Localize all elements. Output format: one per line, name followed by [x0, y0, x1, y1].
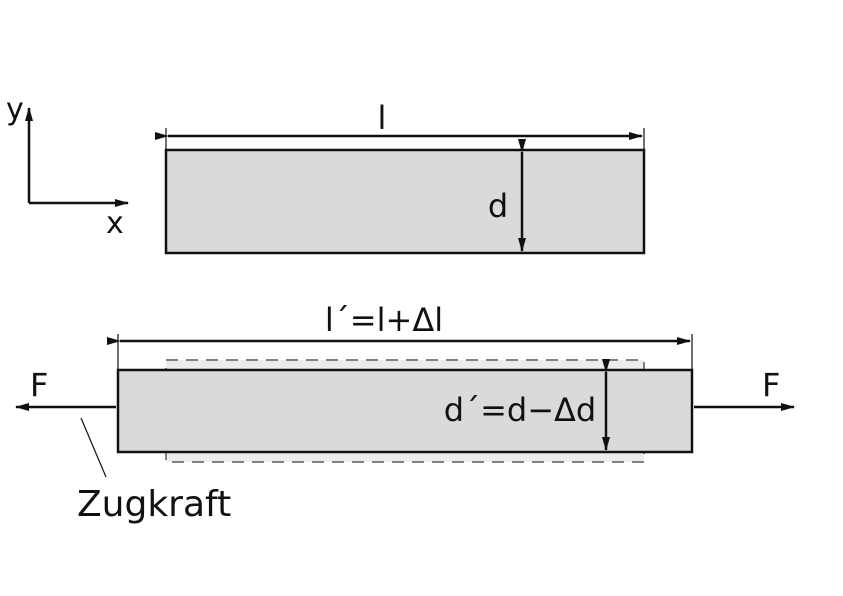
tension-annotation: Zugkraft: [77, 484, 231, 525]
forces: F F Zugkraft: [15, 366, 795, 525]
leader-line: [80, 417, 107, 478]
y-axis-label: y: [6, 92, 24, 127]
deformed-bar: [116, 368, 694, 454]
coordinate-axes: y x: [6, 92, 129, 241]
left-force-label: F: [30, 366, 48, 404]
new-thickness-label: d´=d−Δd: [444, 391, 596, 429]
length-label: l: [378, 99, 387, 137]
original-bar-group: l d: [155, 99, 646, 255]
thickness-label: d: [488, 187, 508, 225]
right-force-label: F: [762, 366, 780, 404]
new-length-label: l´=l+Δl: [325, 301, 443, 339]
deformed-bar-group: l´=l+Δl d´=d−Δd: [107, 301, 694, 463]
x-axis-label: x: [106, 206, 124, 241]
original-bar: [164, 148, 646, 255]
